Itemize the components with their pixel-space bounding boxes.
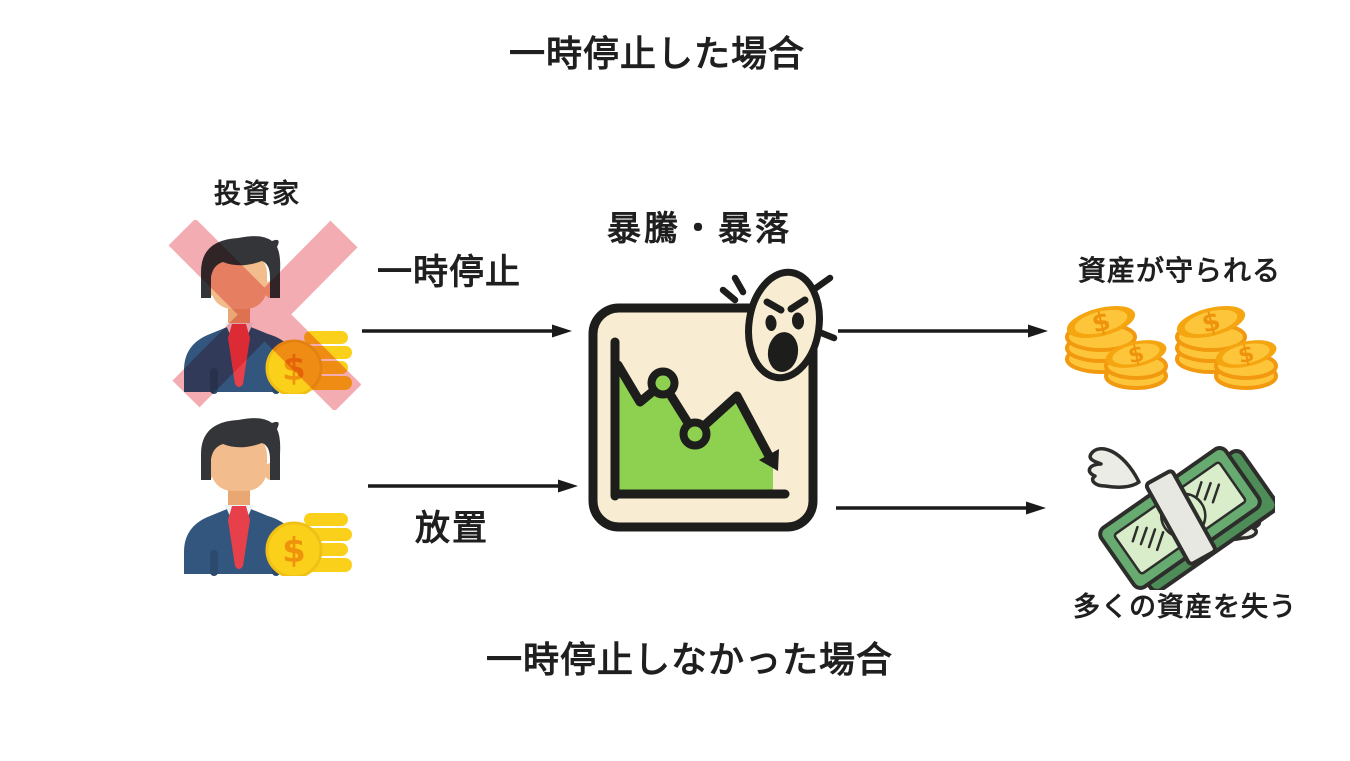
title-not-paused-case: 一時停止しなかった場合 <box>486 639 894 680</box>
volatility-label: 暴騰・暴落 <box>607 210 792 248</box>
pause-label: 一時停止 <box>377 253 522 292</box>
arrow-leave <box>366 476 580 496</box>
flying-money-icon <box>1087 446 1275 590</box>
title-paused-case: 一時停止した場合 <box>509 33 806 74</box>
wing-left <box>1087 447 1141 489</box>
chart-area <box>618 368 773 494</box>
angry-face-icon <box>719 268 838 382</box>
arrow-lost <box>834 498 1048 518</box>
leave-label: 放置 <box>415 509 490 548</box>
lost-label: 多くの資産を失う <box>1073 592 1297 622</box>
money-bundle <box>1098 446 1275 590</box>
down-arrowhead <box>759 449 779 471</box>
arrow-pause <box>360 321 574 341</box>
investor-label: 投資家 <box>214 179 301 209</box>
crashing-chart-icon <box>588 268 838 532</box>
protected-label: 資産が守られる <box>1078 255 1282 286</box>
investor-leave-icon <box>180 410 355 576</box>
declining-line <box>613 360 774 461</box>
arrow-protected <box>836 321 1050 341</box>
x-mark-icon <box>168 220 361 410</box>
coin-stacks-icon <box>1064 297 1279 390</box>
